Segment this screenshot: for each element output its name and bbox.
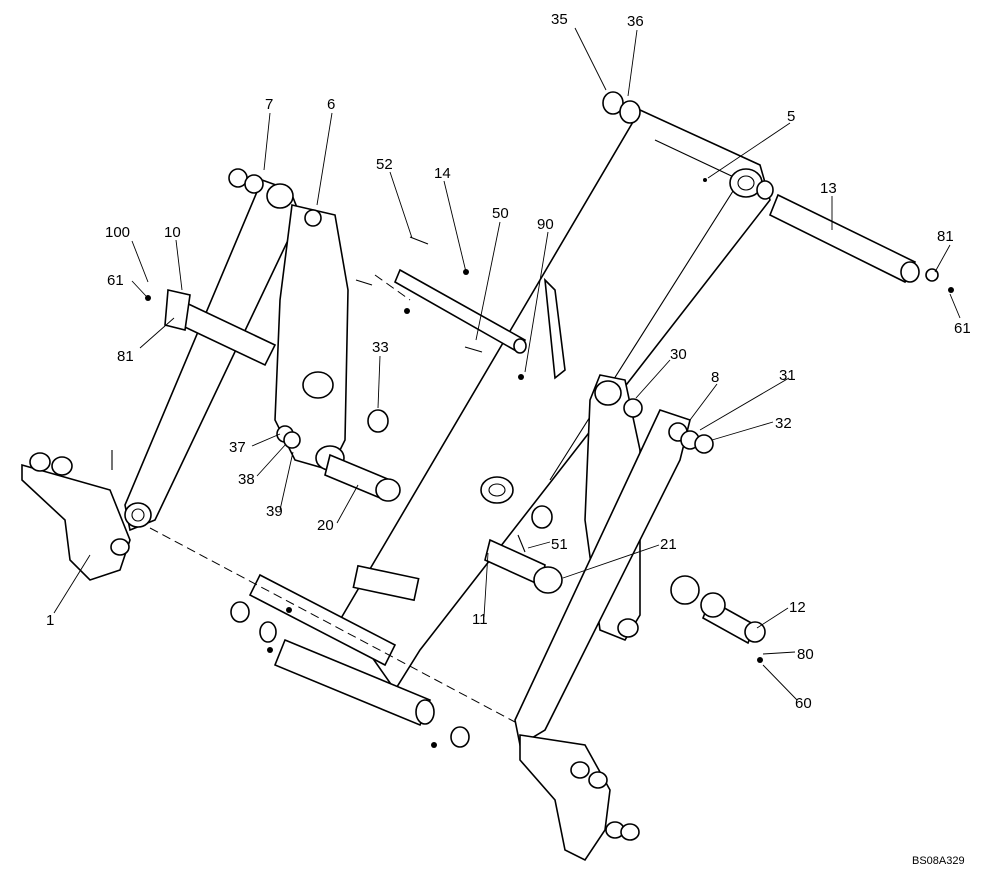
callout-39: 39 xyxy=(266,503,283,520)
callout-7: 7 xyxy=(265,96,273,113)
callout-81-left: 81 xyxy=(117,348,134,365)
callout-80: 80 xyxy=(797,646,814,663)
callout-61-left: 61 xyxy=(107,272,124,289)
pin-13 xyxy=(768,193,920,284)
callout-51: 51 xyxy=(551,536,568,553)
alignment-line-2 xyxy=(374,274,411,301)
callout-31: 31 xyxy=(779,367,796,384)
callout-6: 6 xyxy=(327,96,335,113)
callout-100: 100 xyxy=(105,224,130,241)
callout-8: 8 xyxy=(711,369,719,386)
callout-10: 10 xyxy=(164,224,181,241)
callout-5: 5 xyxy=(787,108,795,125)
callout-81-right: 81 xyxy=(937,228,954,245)
drawing-code: BS08A329 xyxy=(912,855,965,867)
callout-50: 50 xyxy=(492,205,509,222)
pin-20 xyxy=(324,453,401,502)
right-coupler-bracket xyxy=(519,734,640,862)
callout-35: 35 xyxy=(551,11,568,28)
callout-11: 11 xyxy=(472,611,488,628)
callout-30: 30 xyxy=(670,346,687,363)
callout-52: 52 xyxy=(376,156,393,173)
bushing-21 xyxy=(533,566,563,594)
alignment-line-1 xyxy=(149,527,516,723)
callout-21: 21 xyxy=(660,536,677,553)
callout-1: 1 xyxy=(46,612,54,629)
callout-13: 13 xyxy=(820,180,837,197)
cross-tube xyxy=(248,573,435,727)
callout-32: 32 xyxy=(775,415,792,432)
callout-36: 36 xyxy=(627,13,644,30)
callout-33: 33 xyxy=(372,339,389,356)
callout-12: 12 xyxy=(789,599,806,616)
callout-61-right: 61 xyxy=(954,320,971,337)
left-coupler-bracket xyxy=(21,452,131,581)
callout-20: 20 xyxy=(317,517,334,534)
leader-lines xyxy=(53,27,961,701)
pin-14 xyxy=(393,268,527,354)
callout-14: 14 xyxy=(434,165,451,182)
parts-drawing xyxy=(21,91,954,862)
callouts: 35 36 5 7 6 52 14 13 50 90 100 10 81 61 … xyxy=(46,11,971,867)
callout-60: 60 xyxy=(795,695,812,712)
callout-90: 90 xyxy=(537,216,554,233)
callout-37: 37 xyxy=(229,439,246,456)
left-arm xyxy=(124,178,301,532)
washers xyxy=(228,91,939,748)
callout-38: 38 xyxy=(238,471,255,488)
pin-12 xyxy=(670,575,766,645)
fittings xyxy=(111,178,954,748)
